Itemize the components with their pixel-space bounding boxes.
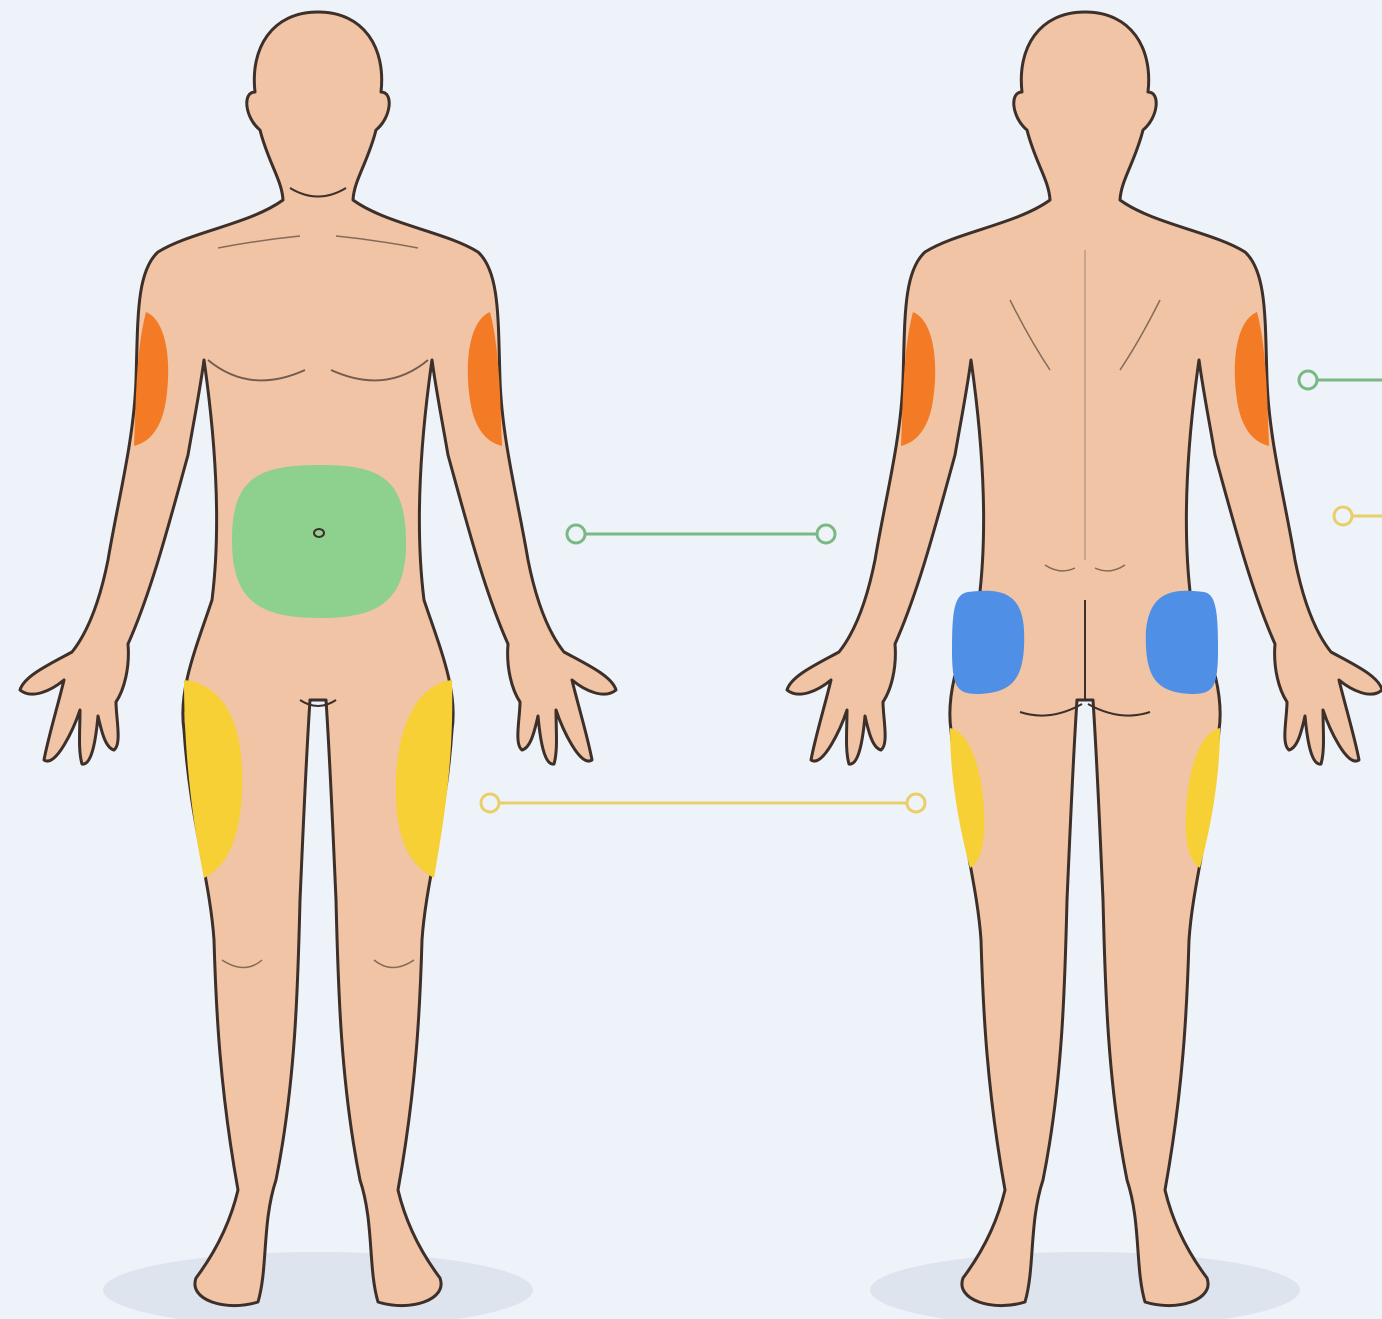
back-view — [787, 12, 1382, 1306]
abdomen-connector — [567, 525, 835, 543]
front-abdomen-zone — [232, 465, 406, 618]
back-buttock-zone-right — [1146, 591, 1218, 694]
arm-connector — [1299, 371, 1382, 389]
thigh-back-connector — [1334, 507, 1382, 525]
back-buttock-zone-left — [952, 591, 1024, 694]
front-view — [20, 12, 616, 1306]
front-body — [20, 12, 616, 1306]
front-floor-shadow — [103, 1252, 533, 1319]
thigh-connector — [481, 794, 925, 812]
back-floor-shadow — [870, 1252, 1300, 1319]
